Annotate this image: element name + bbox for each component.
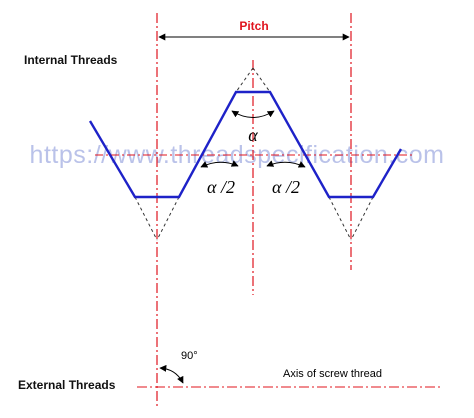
right-angle-label: 90° xyxy=(181,350,198,362)
fundamental-triangle-lines xyxy=(134,67,374,241)
half-alpha-arc-right xyxy=(266,160,306,168)
half-alpha-label-right: α /2 xyxy=(272,177,300,197)
external-threads-label: External Threads xyxy=(18,378,116,392)
screw-axis-label: Axis of screw thread xyxy=(283,368,382,380)
thread-profile xyxy=(88,90,403,199)
pitch-label: Pitch xyxy=(239,19,268,33)
alpha-arc xyxy=(231,110,275,118)
half-alpha-label-left: α /2 xyxy=(207,177,235,197)
alpha-label: α xyxy=(248,125,258,145)
right-angle-arc xyxy=(159,364,184,384)
watermark-text: https://www.threadspecification.com xyxy=(30,141,445,169)
half-alpha-arc-left xyxy=(200,160,239,168)
internal-threads-label: Internal Threads xyxy=(24,53,118,67)
